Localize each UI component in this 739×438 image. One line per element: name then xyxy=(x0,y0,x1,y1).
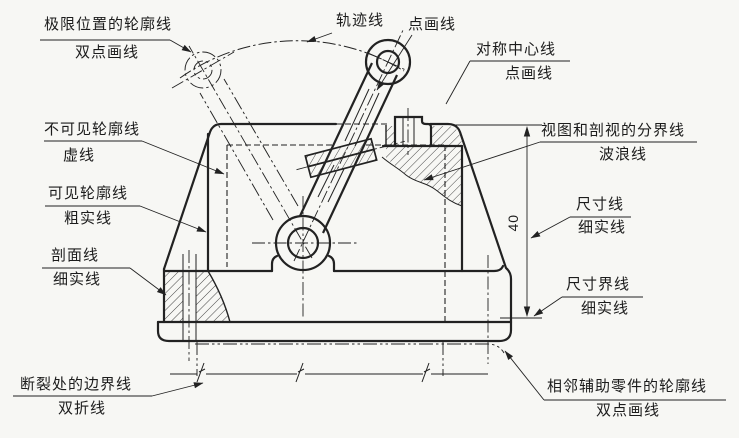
body-fillets xyxy=(207,125,387,323)
label-dim-line-term: 尺寸线 xyxy=(576,196,625,213)
label-view-section-term: 视图和剖视的分界线 xyxy=(541,122,686,139)
dimension-value: 40 xyxy=(505,213,522,232)
wavy-line xyxy=(381,156,463,207)
thin-details xyxy=(182,117,415,340)
label-break-style: 双折线 xyxy=(58,400,107,417)
trajectory-arc xyxy=(179,40,405,79)
label-view-section-style: 波浪线 xyxy=(599,146,648,163)
label-rules xyxy=(13,39,726,401)
label-ext-line-term: 尺寸界线 xyxy=(566,276,631,293)
label-invisible-style: 虚线 xyxy=(63,147,96,164)
label-ext-line-style: 细实线 xyxy=(581,300,630,317)
label-adjacent-term: 相邻辅助零件的轮廓线 xyxy=(547,378,708,395)
label-section-style: 细实线 xyxy=(53,271,102,288)
cross-bar xyxy=(296,137,405,179)
label-limit-position-style: 双点画线 xyxy=(75,44,140,61)
label-visible-style: 粗实线 xyxy=(64,210,113,227)
label-dot-dash-term: 点画线 xyxy=(408,16,457,33)
break-line xyxy=(170,362,488,383)
label-symmetry-style: 点画线 xyxy=(505,65,554,82)
center-lines xyxy=(171,27,489,364)
label-adjacent-style: 双点画线 xyxy=(596,402,661,419)
label-symmetry-term: 对称中心线 xyxy=(476,41,557,58)
body-outline xyxy=(156,115,513,343)
label-dim-line-style: 细实线 xyxy=(578,219,627,236)
link xyxy=(274,38,412,272)
leader-lines xyxy=(129,32,571,401)
label-break-term: 断裂处的边界线 xyxy=(20,376,133,393)
phantom-lines xyxy=(184,51,505,376)
dimension-40 xyxy=(455,124,542,319)
label-trajectory-term: 轨迹线 xyxy=(336,12,385,29)
label-invisible-term: 不可见轮廓线 xyxy=(44,121,141,138)
label-section-term: 剖面线 xyxy=(51,247,100,264)
label-limit-position-term: 极限位置的轮廓线 xyxy=(44,16,173,33)
label-visible-term: 可见轮廓线 xyxy=(48,185,129,202)
